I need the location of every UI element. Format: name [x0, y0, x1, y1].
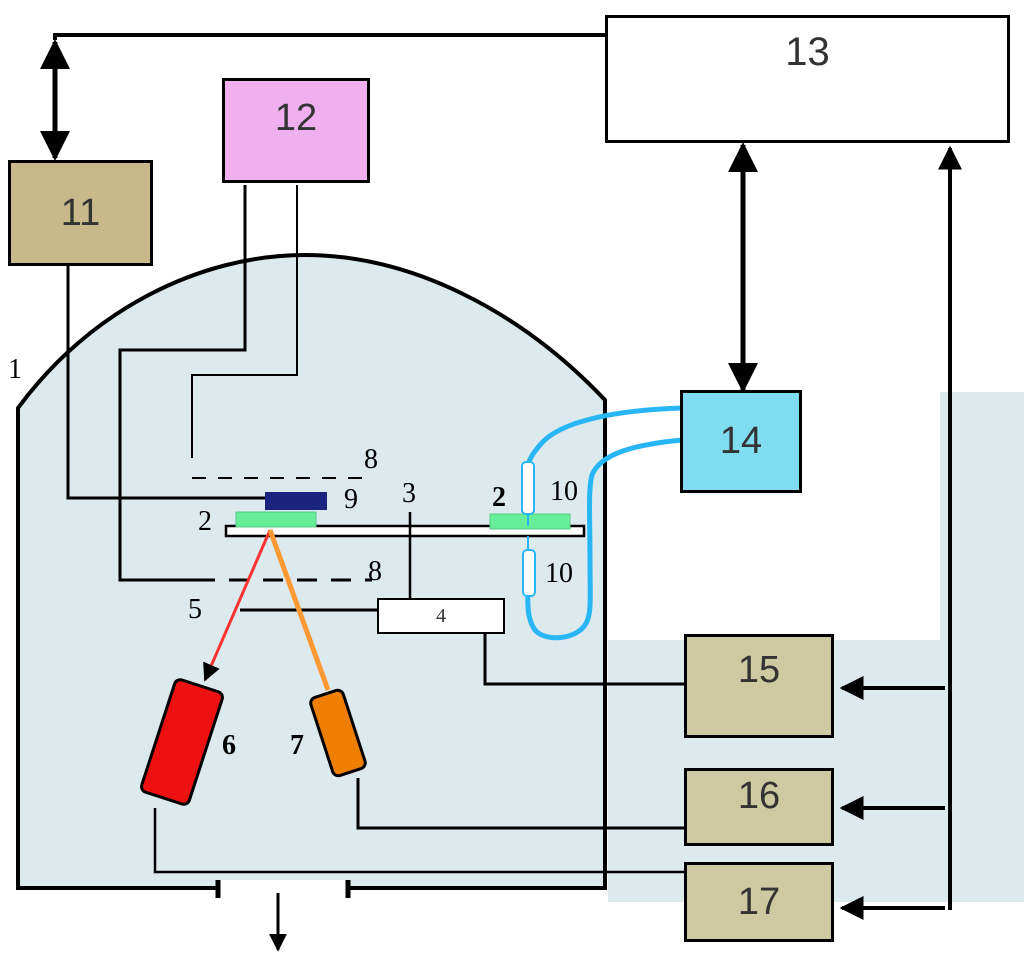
beam-7	[267, 529, 331, 691]
label-3: 3	[402, 478, 416, 509]
box-14: 14	[680, 390, 802, 493]
wire-7-16	[356, 778, 686, 830]
substrate-right	[489, 513, 571, 530]
label-7: 7	[290, 730, 304, 761]
holder-plate	[224, 524, 586, 538]
wire-4-15	[483, 632, 686, 686]
source-6	[140, 678, 224, 806]
wire-11	[66, 265, 265, 500]
motor-4: 4	[377, 598, 505, 634]
label-8-top: 8	[364, 444, 378, 475]
label-6: 6	[222, 730, 236, 761]
wire-12-b	[191, 185, 298, 458]
wire-6-17	[153, 808, 686, 874]
sample-9	[265, 492, 327, 510]
label-5: 5	[188, 594, 202, 625]
label-2-right: 2	[492, 482, 506, 513]
source-7	[309, 688, 367, 778]
vacuum-chamber	[16, 252, 607, 890]
label-10-top: 10	[550, 476, 578, 507]
box-12: 12	[222, 78, 370, 183]
cooling-10-top	[521, 461, 535, 515]
box-13: 13	[605, 15, 1010, 143]
label-9: 9	[344, 484, 358, 515]
cooling-line-inner	[525, 437, 683, 641]
label-1: 1	[8, 354, 22, 385]
cooling-10-bottom	[522, 549, 536, 597]
label-2-left: 2	[198, 506, 212, 537]
box-11: 11	[8, 160, 153, 266]
box-16: 16	[684, 768, 834, 846]
label-8-bottom: 8	[368, 556, 382, 587]
beam-6	[203, 529, 272, 682]
label-10-bottom: 10	[545, 558, 573, 589]
wire-12-a	[118, 185, 247, 582]
box-17: 17	[684, 862, 834, 942]
box-15: 15	[684, 634, 834, 738]
substrate-left	[235, 511, 317, 528]
